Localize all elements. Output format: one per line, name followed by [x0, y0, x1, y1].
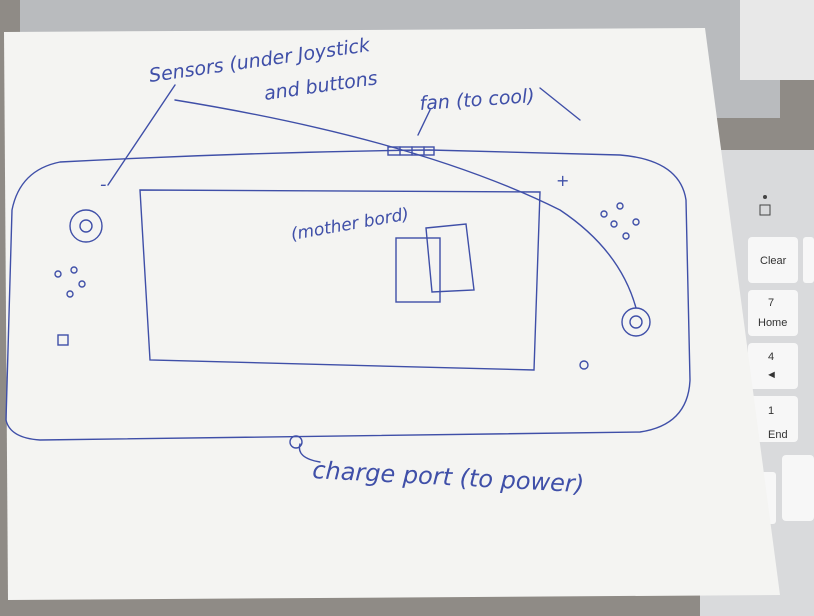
fan-pointer: [417, 109, 431, 136]
mark-minus: -: [100, 174, 107, 195]
left-joystick-center: [79, 219, 93, 233]
motherboard-board: [425, 223, 475, 293]
mug: [740, 0, 814, 80]
key-partial-bottom: [782, 455, 814, 521]
key-4-number: 4: [768, 351, 774, 363]
key-1-end[interactable]: [748, 396, 798, 442]
key-4-left[interactable]: [748, 343, 798, 389]
key-7-label: Home: [758, 317, 787, 329]
left-square-button: [57, 334, 69, 346]
left-joystick: [69, 209, 103, 243]
key-1-label: End: [768, 429, 788, 441]
paper-sheet: [4, 28, 780, 600]
sensor-pointer-right: [174, 99, 637, 309]
device-sketch: [5, 84, 691, 463]
right-small-button: [579, 360, 589, 370]
key-1-number: 1: [768, 405, 774, 417]
key-4-label: ◄: [766, 369, 777, 381]
key-clear-label: Clear: [760, 255, 787, 267]
strike-mark: [539, 87, 581, 121]
lock-indicator-icon-box: [759, 204, 771, 216]
sensor-pointer-left: [107, 84, 176, 186]
lock-indicator-icon: [763, 195, 767, 199]
screen-outline: [139, 189, 541, 371]
key-7-number: 7: [768, 297, 774, 309]
key-partial: [803, 237, 814, 283]
charge-pointer: [298, 443, 321, 463]
charge-port: [289, 435, 303, 449]
fan-vent: [387, 146, 435, 156]
right-joystick-center: [629, 315, 643, 329]
motherboard-chip: [395, 237, 441, 303]
mark-plus: +: [556, 171, 569, 190]
key-clear[interactable]: [748, 237, 798, 283]
key-7-home[interactable]: [748, 290, 798, 336]
console-outline: [5, 149, 691, 441]
